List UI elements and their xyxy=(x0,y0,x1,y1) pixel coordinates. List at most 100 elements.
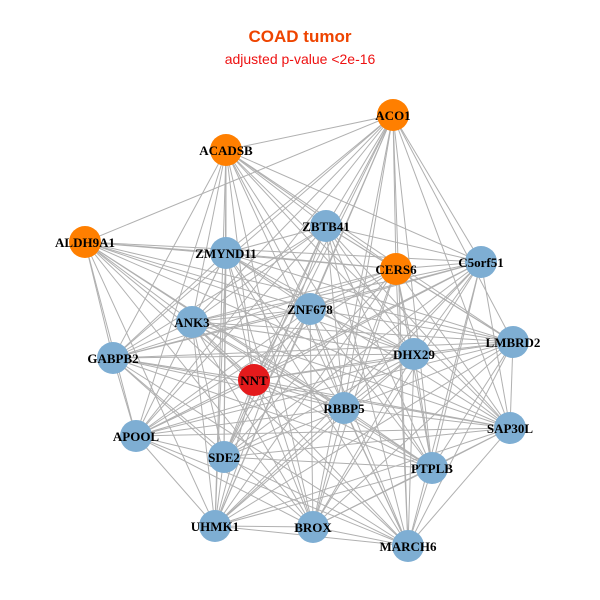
node-label: LMBRD2 xyxy=(486,335,541,350)
edge-ACADSB-ZBTB41 xyxy=(225,149,327,227)
node-MARCH6: MARCH6 xyxy=(379,530,437,562)
node-BROX: BROX xyxy=(294,511,332,543)
edge-ZMYND11-ZNF678 xyxy=(225,252,311,310)
node-circle xyxy=(210,134,242,166)
edge-ZBTB41-ANK3 xyxy=(191,225,327,323)
node-ALDH9A1: ALDH9A1 xyxy=(55,226,115,258)
edge-APOOL-MARCH6 xyxy=(135,435,409,547)
node-PTPLB: PTPLB xyxy=(411,452,453,484)
edge-ZNF678-RBBP5 xyxy=(309,308,345,409)
node-circle xyxy=(294,293,326,325)
node-SDE2: SDE2 xyxy=(208,441,240,473)
node-label: DHX29 xyxy=(393,347,435,362)
node-ZNF678: ZNF678 xyxy=(287,293,333,325)
edge-ZBTB41-SDE2 xyxy=(223,225,327,458)
edge-NNT-SAP30L xyxy=(253,379,511,429)
node-ACADSB: ACADSB xyxy=(199,134,253,166)
node-circle xyxy=(465,246,497,278)
node-label: UHMK1 xyxy=(191,519,239,534)
edge-ACO1-ZMYND11 xyxy=(225,114,394,254)
edge-ZBTB41-APOOL xyxy=(135,225,327,437)
node-label: ZNF678 xyxy=(287,302,333,317)
edge-ZBTB41-DHX29 xyxy=(325,225,415,355)
edge-DHX29-UHMK1 xyxy=(214,353,415,527)
node-circle xyxy=(199,510,231,542)
edge-GABPB2-SDE2 xyxy=(112,357,225,458)
edge-APOOL-BROX xyxy=(135,435,314,528)
edge-GABPB2-LMBRD2 xyxy=(112,341,514,359)
edge-SAP30L-MARCH6 xyxy=(407,427,511,547)
edge-ACO1-APOOL xyxy=(135,114,394,437)
node-circle xyxy=(380,253,412,285)
edge-ALDH9A1-ZNF678 xyxy=(84,241,311,310)
edge-ANK3-BROX xyxy=(191,321,314,528)
edge-ACADSB-NNT xyxy=(225,149,255,381)
edge-RBBP5-SAP30L xyxy=(343,407,511,429)
edge-ACO1-LMBRD2 xyxy=(392,114,514,343)
edge-CERS6-UHMK1 xyxy=(214,268,397,527)
edge-ACADSB-LMBRD2 xyxy=(225,149,514,343)
node-circle xyxy=(416,452,448,484)
node-label: ACADSB xyxy=(199,143,253,158)
node-circle xyxy=(497,326,529,358)
edge-ZMYND11-BROX xyxy=(225,252,314,528)
edge-C5orf51-BROX xyxy=(312,261,482,528)
node-circle xyxy=(97,342,129,374)
edge-ZNF678-MARCH6 xyxy=(309,308,409,547)
edge-RBBP5-APOOL xyxy=(135,407,345,437)
edge-PTPLB-BROX xyxy=(312,467,433,528)
edge-ANK3-SAP30L xyxy=(191,321,511,429)
edge-GABPB2-MARCH6 xyxy=(112,357,409,547)
edge-ZMYND11-APOOL xyxy=(135,252,227,437)
edges-layer xyxy=(84,114,514,547)
node-DHX29: DHX29 xyxy=(393,338,435,370)
edge-ACADSB-C5orf51 xyxy=(225,149,482,263)
node-RBBP5: RBBP5 xyxy=(323,392,365,424)
edge-NNT-PTPLB xyxy=(253,379,433,469)
node-label: APOOL xyxy=(113,429,160,444)
edge-ANK3-DHX29 xyxy=(191,321,415,355)
edge-ACADSB-PTPLB xyxy=(225,149,433,469)
edge-NNT-LMBRD2 xyxy=(253,341,514,381)
edge-GABPB2-SAP30L xyxy=(112,357,511,429)
node-label: BROX xyxy=(294,520,332,535)
node-ANK3: ANK3 xyxy=(174,306,210,338)
node-circle xyxy=(297,511,329,543)
edge-ANK3-RBBP5 xyxy=(191,321,345,409)
node-SAP30L: SAP30L xyxy=(487,412,533,444)
node-circle xyxy=(377,99,409,131)
edge-ACO1-SAP30L xyxy=(392,114,511,429)
node-circle xyxy=(176,306,208,338)
node-CERS6: CERS6 xyxy=(375,253,417,285)
node-label: RBBP5 xyxy=(323,401,365,416)
edge-GABPB2-DHX29 xyxy=(112,353,415,359)
node-circle xyxy=(310,210,342,242)
edge-ZBTB41-GABPB2 xyxy=(112,225,327,359)
edge-DHX29-APOOL xyxy=(135,353,415,437)
edge-ACO1-ZBTB41 xyxy=(325,114,394,227)
edge-LMBRD2-SDE2 xyxy=(223,341,514,458)
node-NNT: NNT xyxy=(238,364,270,396)
edge-DHX29-LMBRD2 xyxy=(413,341,514,355)
node-label: NNT xyxy=(240,373,268,388)
edge-ZMYND11-SDE2 xyxy=(223,252,227,458)
edge-ACO1-MARCH6 xyxy=(392,114,409,547)
chart-subtitle: adjusted p-value <2e-16 xyxy=(224,51,376,67)
node-ZBTB41: ZBTB41 xyxy=(302,210,350,242)
edge-ALDH9A1-SAP30L xyxy=(84,241,511,429)
node-circle xyxy=(398,338,430,370)
edge-CERS6-LMBRD2 xyxy=(395,268,514,343)
edge-CERS6-RBBP5 xyxy=(343,268,397,409)
edge-C5orf51-ANK3 xyxy=(191,261,482,323)
node-LMBRD2: LMBRD2 xyxy=(486,326,541,358)
node-circle xyxy=(120,420,152,452)
edge-ACADSB-ANK3 xyxy=(191,149,227,323)
edge-SDE2-PTPLB xyxy=(223,456,433,469)
edge-GABPB2-RBBP5 xyxy=(112,357,345,409)
edge-ACO1-GABPB2 xyxy=(112,114,394,359)
edge-DHX29-PTPLB xyxy=(413,353,433,469)
edge-LMBRD2-APOOL xyxy=(135,341,514,437)
node-circle xyxy=(392,530,424,562)
edge-ZNF678-LMBRD2 xyxy=(309,308,514,343)
